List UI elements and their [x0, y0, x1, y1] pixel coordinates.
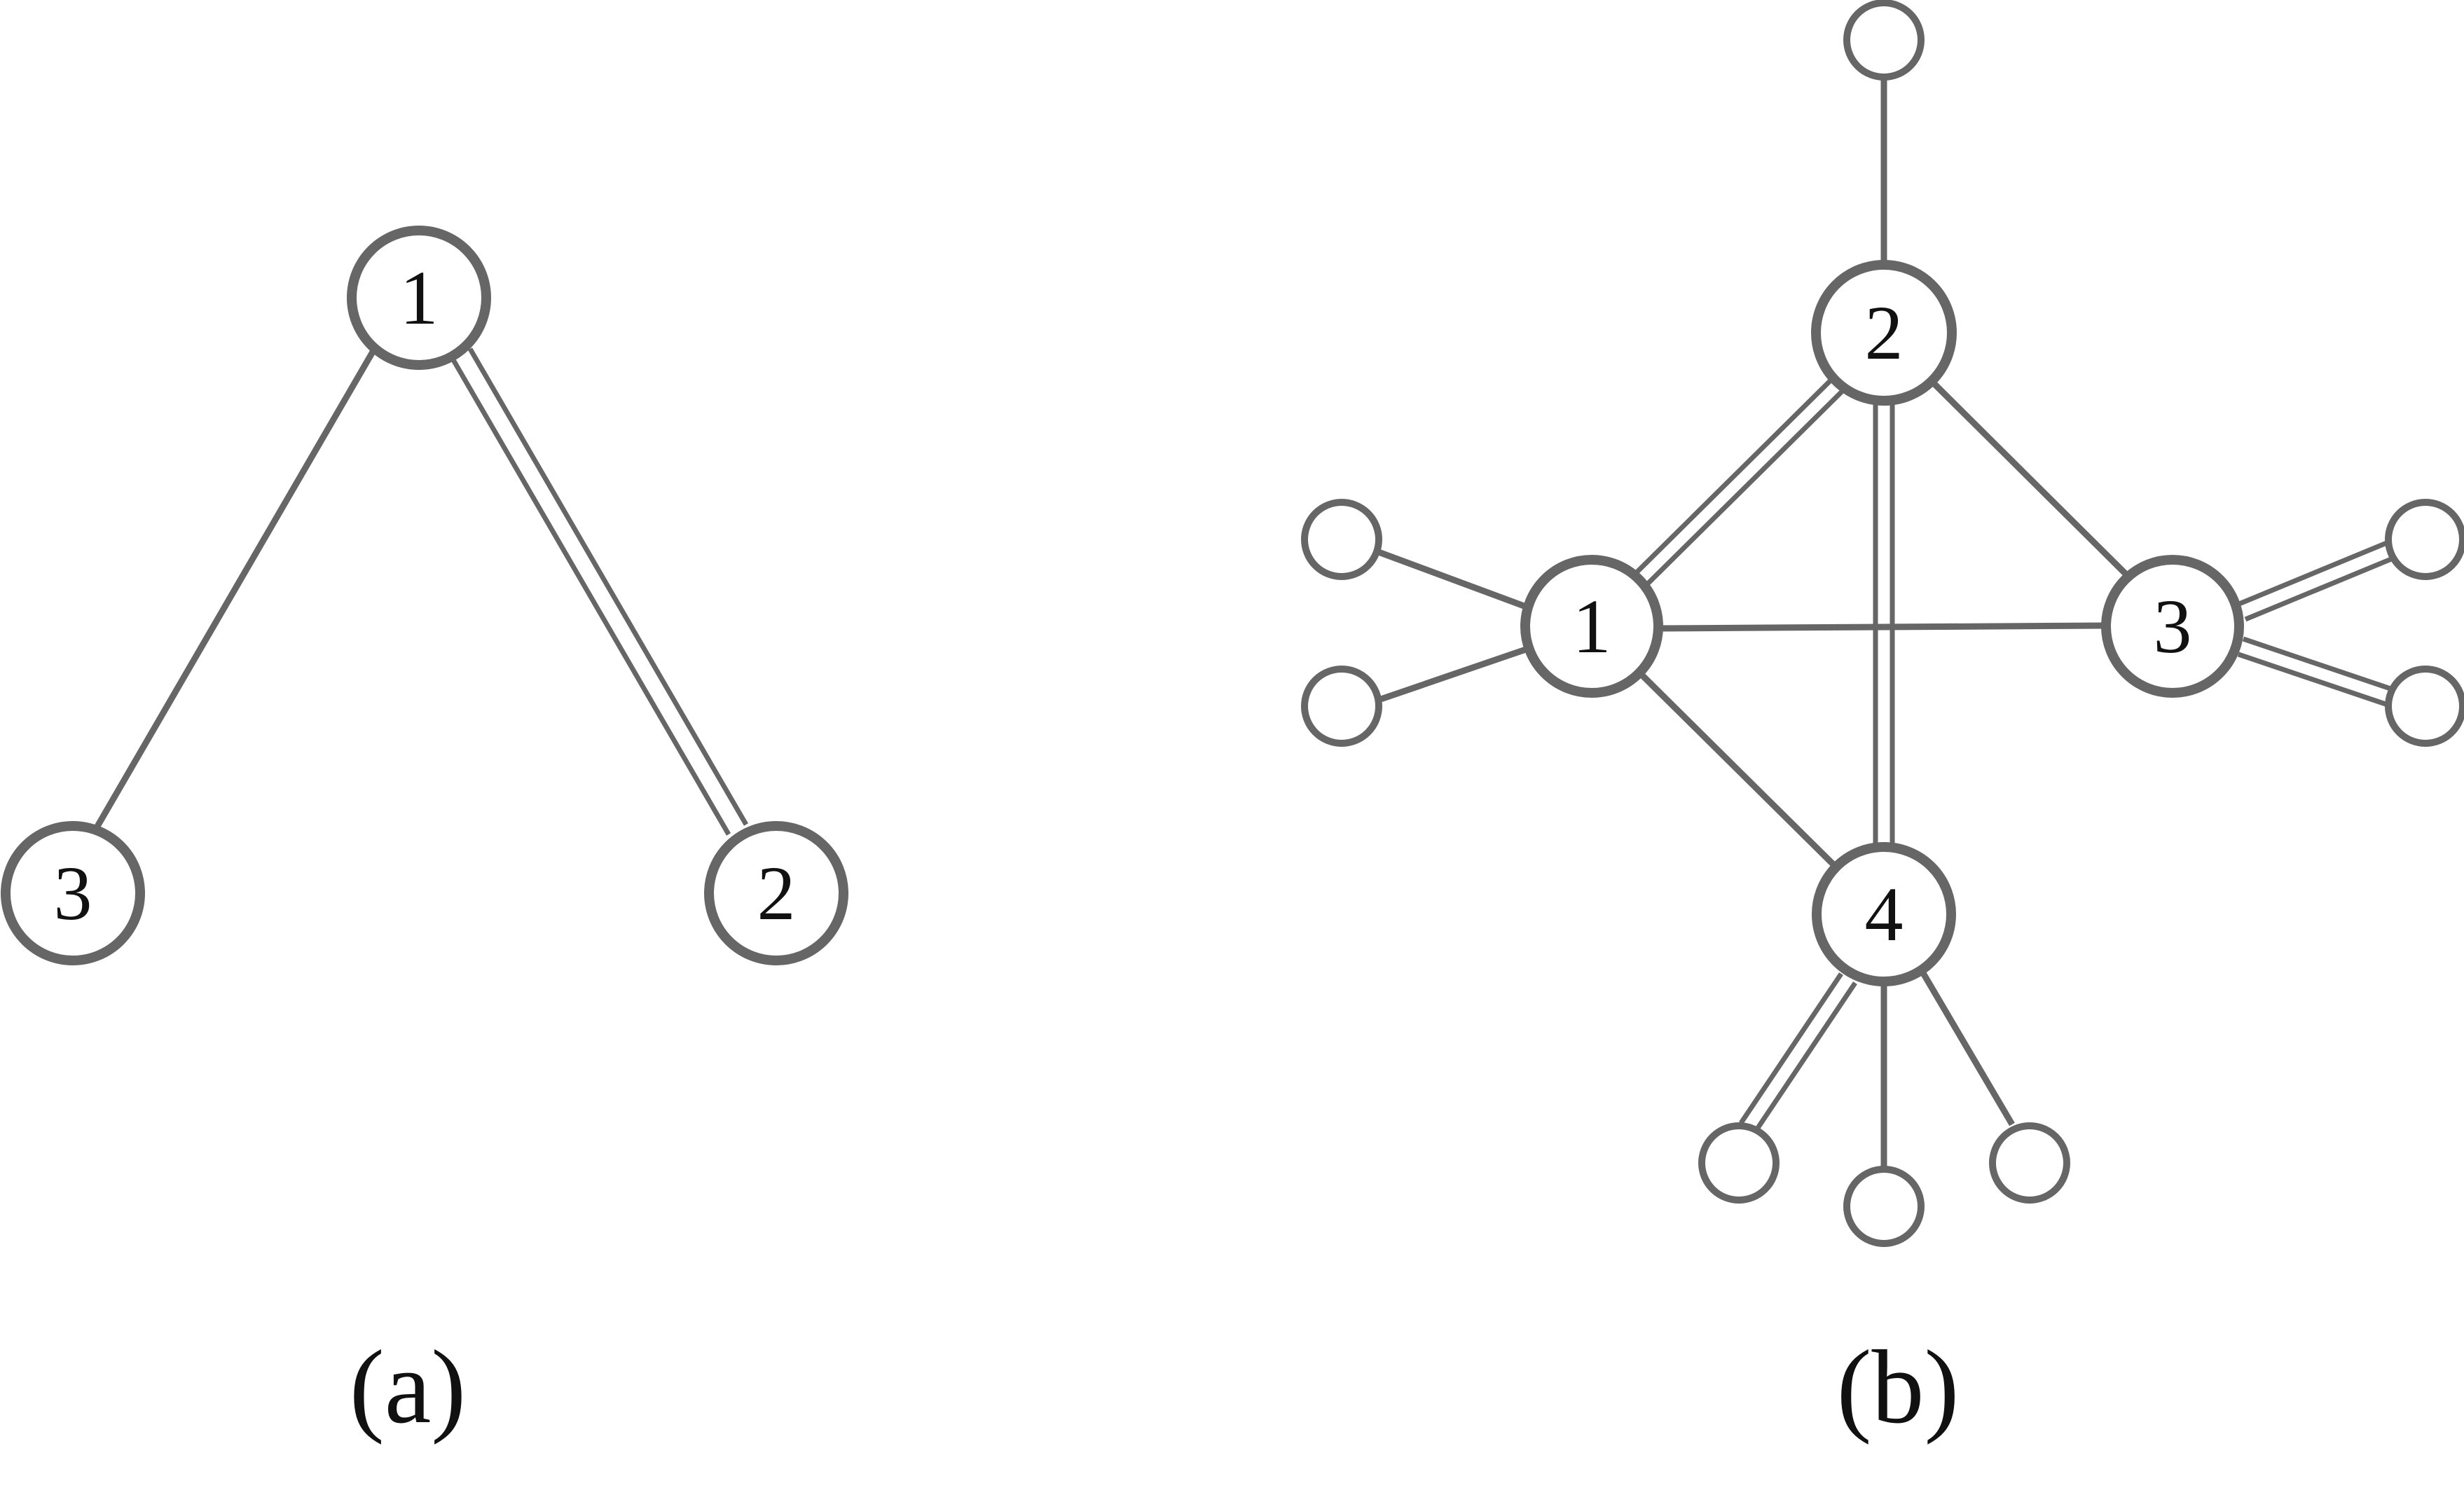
node-a3: 3 — [1, 821, 145, 965]
node-b1-label: 1 — [1573, 584, 1611, 669]
edge-b2-b3 — [1927, 377, 2136, 584]
leaf-node-b4-right — [1989, 1122, 2070, 1204]
leaf-edge-b4-right — [1920, 971, 2015, 1127]
leaf-edge-b3-lower-double — [2237, 636, 2392, 707]
node-a1: 1 — [347, 226, 491, 370]
edge-b1-b4 — [1633, 666, 1841, 872]
edge-a1-a2-double — [450, 347, 749, 836]
leaf-edge-b1-upper — [1375, 548, 1527, 610]
node-a3-label: 3 — [54, 850, 92, 936]
leaf-edge-b3-upper-double — [2238, 539, 2396, 622]
leaf-node-b1-lower — [1301, 666, 1382, 747]
node-a2-label: 2 — [757, 850, 796, 936]
panel-b-caption: (b) — [1837, 1329, 1960, 1445]
leaf-edge-b1-lower — [1375, 646, 1527, 704]
edge-b1-b3 — [1658, 622, 2105, 632]
node-b2: 2 — [1811, 260, 1957, 406]
node-b4-label: 4 — [1865, 871, 1904, 957]
leaf-node-b4-left — [1698, 1122, 1780, 1204]
node-a1-label: 1 — [400, 255, 439, 340]
panel-a-caption: (a) — [350, 1329, 466, 1445]
leaf-node-b4-mid — [1843, 1166, 1925, 1247]
leaf-node-b3-lower — [2385, 666, 2464, 747]
node-b3-label: 3 — [2154, 584, 2192, 669]
node-b2-label: 2 — [1865, 290, 1904, 376]
panel-a: 1 2 3 (a) — [1, 226, 848, 1445]
leaf-node-b2-top — [1843, 0, 1925, 81]
panel-b: 1 2 3 4 (b) — [1301, 0, 2464, 1445]
leaf-node-b1-upper — [1301, 499, 1382, 580]
leaf-edge-b4-left-double — [1739, 972, 1857, 1134]
leaf-node-b3-upper — [2385, 499, 2464, 580]
node-b4: 4 — [1812, 842, 1956, 986]
edge-b2-b1-double — [1631, 375, 1847, 589]
edge-a1-a3 — [93, 346, 378, 831]
node-a2: 2 — [704, 821, 848, 965]
node-b1: 1 — [1520, 555, 1663, 698]
node-b3: 3 — [2101, 555, 2244, 698]
